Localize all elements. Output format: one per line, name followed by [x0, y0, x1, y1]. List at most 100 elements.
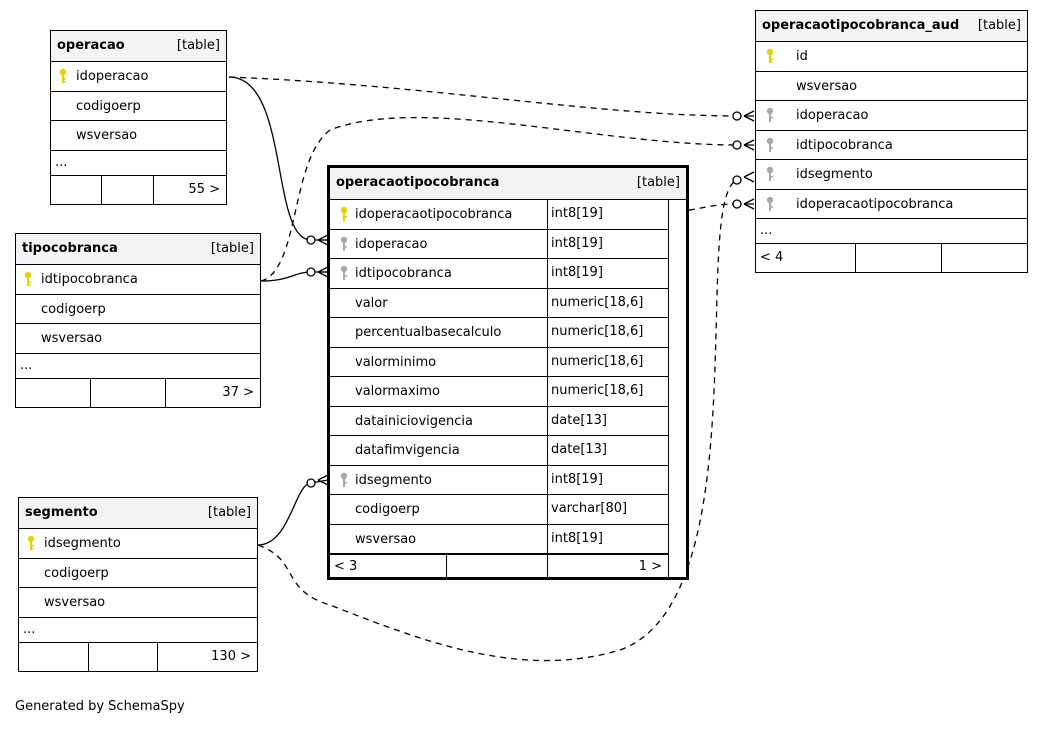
column-row: idoperacaotipocobranca [756, 190, 1027, 219]
primary-key-icon [59, 68, 67, 83]
table-operacaotipocobranca-aud[interactable]: operacaotipocobranca_aud [table] id wsve… [755, 10, 1028, 273]
column-row: valorminimo numeric[18,6] [330, 347, 668, 377]
column-name: wsversao [41, 331, 103, 346]
column-row: idtipocobranca [756, 131, 1027, 160]
column-type: int8[19] [547, 200, 668, 229]
column-name: valormaximo [355, 384, 440, 399]
column-type: date[13] [547, 406, 668, 435]
column-row: idoperacao [756, 101, 1027, 131]
column-row: idsegmento int8[19] [330, 465, 668, 495]
table-tipocobranca[interactable]: tipocobranca [table] idtipocobranca codi… [15, 233, 261, 408]
table-name: segmento [25, 505, 98, 520]
column-type: numeric[18,6] [547, 288, 668, 317]
column-row: valor numeric[18,6] [330, 288, 668, 318]
column-name: codigoerp [44, 565, 109, 581]
foreign-key-icon [766, 196, 774, 211]
column-name: codigoerp [76, 98, 141, 114]
column-name: codigoerp [41, 301, 106, 317]
column-name: idsegmento [355, 472, 432, 488]
column-name: valorminimo [355, 354, 437, 370]
column-type: int8[19] [547, 465, 668, 494]
column-name: idoperacaotipocobranca [796, 196, 954, 212]
column-name: idsegmento [44, 536, 121, 551]
column-row: codigoerp [16, 295, 260, 324]
column-name: codigoerp [355, 502, 420, 517]
column-row: wsversao int8[19] [330, 524, 668, 554]
foreign-key-icon [340, 265, 348, 280]
table-header: segmento [table] [19, 498, 257, 529]
column-type: int8[19] [547, 524, 668, 553]
children-count[interactable]: 55 > [188, 181, 220, 197]
column-name: datafimvigencia [355, 443, 460, 458]
column-row: idsegmento [756, 160, 1027, 190]
column-name: valor [355, 295, 388, 311]
column-name: idoperacao [76, 69, 149, 84]
column-name: idoperacaotipocobranca [355, 207, 513, 222]
ellipsis-text: ... [23, 621, 36, 637]
table-operacao[interactable]: operacao [table] idoperacao codigoerp ws… [50, 30, 227, 205]
table-segmento[interactable]: segmento [table] idsegmento codigoerp ws… [18, 497, 258, 672]
column-row: wsversao [19, 588, 257, 618]
link-operacao-to-aud [228, 76, 738, 117]
column-row: codigoerp [19, 559, 257, 588]
children-count[interactable]: 130 > [211, 648, 251, 664]
parents-count[interactable]: < 4 [760, 250, 784, 265]
primary-key-icon [24, 271, 32, 286]
primary-key-icon [340, 206, 348, 221]
children-count[interactable]: 37 > [222, 384, 254, 400]
table-tag: [table] [207, 505, 251, 520]
foreign-key-icon [766, 166, 774, 181]
column-name: idoperacao [355, 236, 428, 252]
link-operacao-to-operacaotipocobranca [228, 76, 328, 241]
column-name: wsversao [355, 531, 417, 547]
column-row: idsegmento [19, 529, 257, 559]
column-row: wsversao [51, 121, 226, 151]
table-footer: < 4 [756, 244, 1027, 272]
table-tag: [table] [636, 175, 680, 190]
column-row: idtipocobranca int8[19] [330, 259, 668, 289]
table-operacaotipocobranca[interactable]: operacaotipocobranca [table] idoperacaot… [327, 165, 689, 580]
table-footer: 55 > [51, 175, 226, 204]
table-footer: < 3 1 > [330, 554, 668, 579]
column-row: idoperacaotipocobranca int8[19] [330, 200, 668, 230]
column-name: idtipocobranca [41, 272, 138, 287]
table-name: operacaotipocobranca_aud [762, 18, 960, 33]
column-type: int8[19] [547, 229, 668, 258]
table-header: tipocobranca [table] [16, 234, 260, 265]
table-header: operacao [table] [51, 31, 226, 62]
column-name: idtipocobranca [796, 137, 893, 153]
column-row: wsversao [16, 324, 260, 354]
link-segmento-to-operacaotipocobranca [257, 479, 329, 546]
column-row: idoperacao [51, 62, 226, 92]
table-name: operacao [57, 38, 125, 53]
ellipsis-text: ... [760, 223, 773, 238]
column-type: date[13] [547, 436, 668, 465]
column-name: id [796, 49, 808, 64]
column-type: numeric[18,6] [547, 318, 668, 347]
more-columns: ... [51, 151, 226, 176]
column-name: idtipocobranca [355, 266, 452, 281]
table-footer: 130 > [19, 642, 257, 671]
foreign-key-icon [766, 137, 774, 152]
table-name: operacaotipocobranca [336, 175, 500, 190]
children-count[interactable]: 1 > [638, 559, 662, 574]
column-row: datafimvigencia date[13] [330, 436, 668, 466]
ellipsis-text: ... [55, 154, 68, 170]
more-columns: ... [19, 618, 257, 643]
table-header: operacaotipocobranca_aud [table] [756, 11, 1027, 42]
more-columns: ... [16, 354, 260, 379]
column-type: int8[19] [547, 259, 668, 288]
column-row: idtipocobranca [16, 265, 260, 295]
column-row: wsversao [756, 72, 1027, 101]
parents-count[interactable]: < 3 [334, 559, 358, 574]
column-name: idsegmento [796, 167, 873, 182]
foreign-key-icon [766, 107, 774, 122]
column-type: numeric[18,6] [547, 347, 668, 376]
foreign-key-icon [340, 472, 348, 487]
table-tag: [table] [977, 18, 1021, 33]
column-row: idoperacao int8[19] [330, 229, 668, 259]
